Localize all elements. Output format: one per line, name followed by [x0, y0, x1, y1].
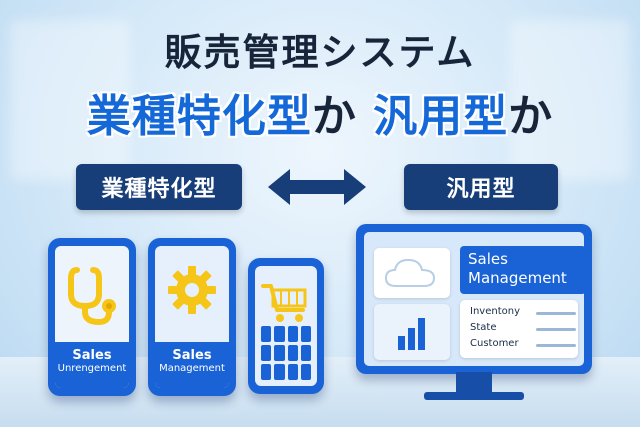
monitor-stand-neck	[456, 372, 492, 394]
keypad-key	[261, 345, 272, 361]
cloud-icon	[384, 258, 436, 287]
list-item-state: State	[470, 322, 497, 333]
headline-question: 業種特化型か 汎用型か	[0, 80, 640, 144]
list-item-inventory: Inventony	[470, 306, 520, 317]
keypad-key	[300, 326, 311, 342]
list-item-placeholder	[536, 344, 576, 347]
panel-title-line2: Management	[468, 269, 567, 287]
list-item-placeholder	[536, 312, 576, 315]
keypad	[261, 326, 311, 380]
keypad-key	[300, 345, 311, 361]
phone-label-line1: Sales	[72, 348, 112, 363]
headline-specialized: 業種特化型	[86, 91, 312, 142]
keypad-key	[287, 326, 298, 342]
shopping-cart-icon	[261, 284, 307, 322]
cloud-card	[374, 248, 450, 298]
phone-label-line1: Sales	[172, 348, 212, 363]
sales-management-panel: Sales Management	[460, 246, 586, 294]
headline-conjunction-2: か	[508, 91, 554, 142]
monitor-screen: Sales Management Inventony State Custome…	[364, 232, 586, 366]
keypad-key	[274, 345, 285, 361]
gear-icon	[168, 266, 216, 314]
headline-conjunction-1: か	[311, 91, 357, 142]
phone-label-line2: Unrengement	[57, 363, 127, 374]
stethoscope-icon	[68, 267, 116, 326]
phone-retail	[248, 258, 324, 394]
keypad-key	[274, 364, 285, 380]
phone-label-band: Sales Unrengement	[55, 342, 129, 388]
phone-specialized-medical: Sales Unrengement	[48, 238, 136, 396]
keypad-key	[261, 326, 272, 342]
chart-card	[374, 304, 450, 360]
panel-title-line1: Sales	[468, 250, 508, 268]
phone-label-band: Sales Management	[155, 342, 229, 388]
phone-screen: Sales Management	[155, 246, 229, 388]
keypad-key	[274, 326, 285, 342]
background-window-left	[10, 20, 130, 180]
phone-label-line2: Management	[159, 363, 225, 374]
label-general: 汎用型	[404, 164, 558, 210]
phone-sales-management: Sales Management	[148, 238, 236, 396]
monitor-stand-base	[424, 392, 524, 400]
keypad-key	[287, 364, 298, 380]
double-arrow-icon	[268, 169, 366, 205]
info-list-card: Inventony State Customer	[460, 300, 578, 358]
bar-chart-icon	[398, 318, 425, 350]
keypad-key	[287, 345, 298, 361]
list-item-placeholder	[536, 328, 576, 331]
keypad-key	[300, 364, 311, 380]
label-specialized: 業種特化型	[76, 164, 242, 210]
list-item-customer: Customer	[470, 338, 519, 349]
phone-screen: Sales Unrengement	[55, 246, 129, 388]
keypad-key	[261, 364, 272, 380]
headline-general: 汎用型	[373, 91, 509, 142]
background-window-right	[510, 20, 630, 180]
desktop-monitor: Sales Management Inventony State Custome…	[356, 224, 592, 374]
headline-title: 販売管理システム	[164, 31, 476, 74]
phone-screen	[255, 266, 317, 386]
